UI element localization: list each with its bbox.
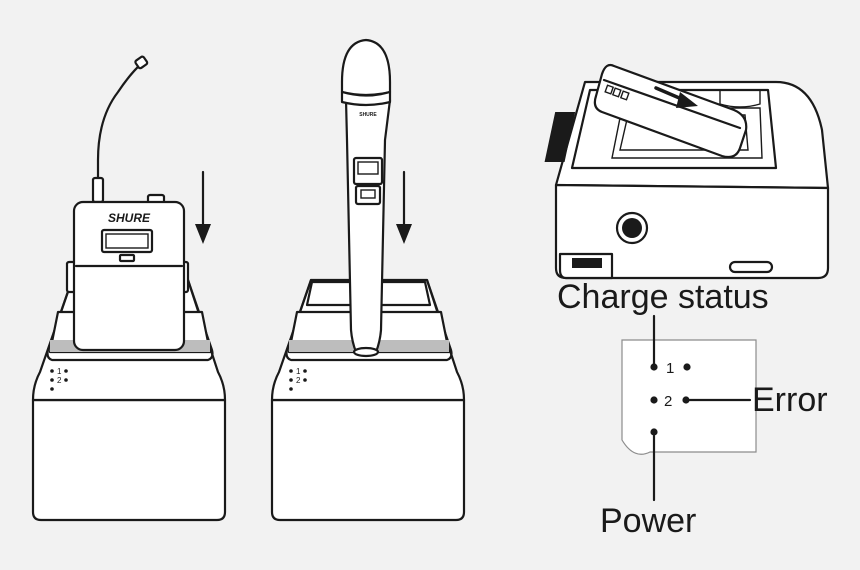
charger-leds: 1 2 [50,367,68,391]
charger-bay-rim [46,278,214,362]
closeup-contacts [544,112,576,162]
battery-edge [602,78,742,130]
battery-contact [619,90,630,101]
battery [593,63,748,159]
closeup-slot [728,260,774,274]
led-dot [289,387,293,391]
error-led [682,396,690,404]
led-2-label: 2 [664,393,672,410]
bodypack-display-screen [105,233,149,249]
led-2-label: 2 [296,376,301,385]
charge-status-led [650,363,658,371]
led-dot [50,387,54,391]
led-dot [50,378,54,382]
led-dot [650,396,658,404]
led-dot [303,378,307,382]
charge-status-label: Charge status [557,278,769,316]
closeup-front [554,183,830,280]
power-led [650,428,658,436]
led-dot [64,369,68,373]
indicator-panel-bg [621,339,757,455]
battery-body [593,63,748,159]
led-dot [64,378,68,382]
closeup-bay-inner [611,107,763,159]
microphone-grille [340,38,392,97]
led-dot [683,363,691,371]
led-2-label: 2 [57,376,62,385]
handheld-display-screen [357,161,379,175]
bodypack-button [118,253,136,263]
led-1-label: 1 [57,367,62,376]
handheld-display [352,156,384,186]
led-1-label: 1 [666,360,674,377]
handheld-brand-logo: SHURE [359,112,377,118]
handheld-button-panel [354,184,382,206]
bodypack-charger: 1 2 SHURE [31,55,227,522]
indicator-panel: 1 2 [621,339,757,455]
handheld-microphone: SHURE [340,38,392,358]
bodypack-transmitter: SHURE [65,55,190,352]
bodypack-brand-logo: SHURE [108,211,151,225]
led-dot [289,378,293,382]
led-dot [303,369,307,373]
charger-base-front [270,398,466,522]
battery-contact [611,87,622,98]
antenna-base [91,176,105,204]
callouts: Charge status Error Power [557,278,828,540]
charger-leds: 1 2 [289,367,307,391]
power-jack-hole [622,218,642,238]
antenna [96,62,143,204]
insert-arrow-icon [195,170,211,244]
battery-contact [604,84,615,95]
slide-arrow-icon [654,86,698,108]
closeup-notch-led [572,258,602,268]
power-label: Power [600,502,696,540]
antenna-tip [134,55,149,70]
led-1-label: 1 [296,367,301,376]
handheld-button [360,189,376,199]
microphone-bottom [352,346,380,358]
error-label: Error [752,381,828,419]
charger-base-front [31,398,227,522]
battery-charger-closeup [544,63,830,280]
microphone-grille-ring [340,90,392,107]
bodypack-display [100,228,154,254]
charger-bay-rim [285,278,453,362]
led-dot [50,369,54,373]
led-dot [289,369,293,373]
insert-arrow-icon [396,170,412,244]
handheld-charger: 1 2 SHURE [270,38,466,522]
